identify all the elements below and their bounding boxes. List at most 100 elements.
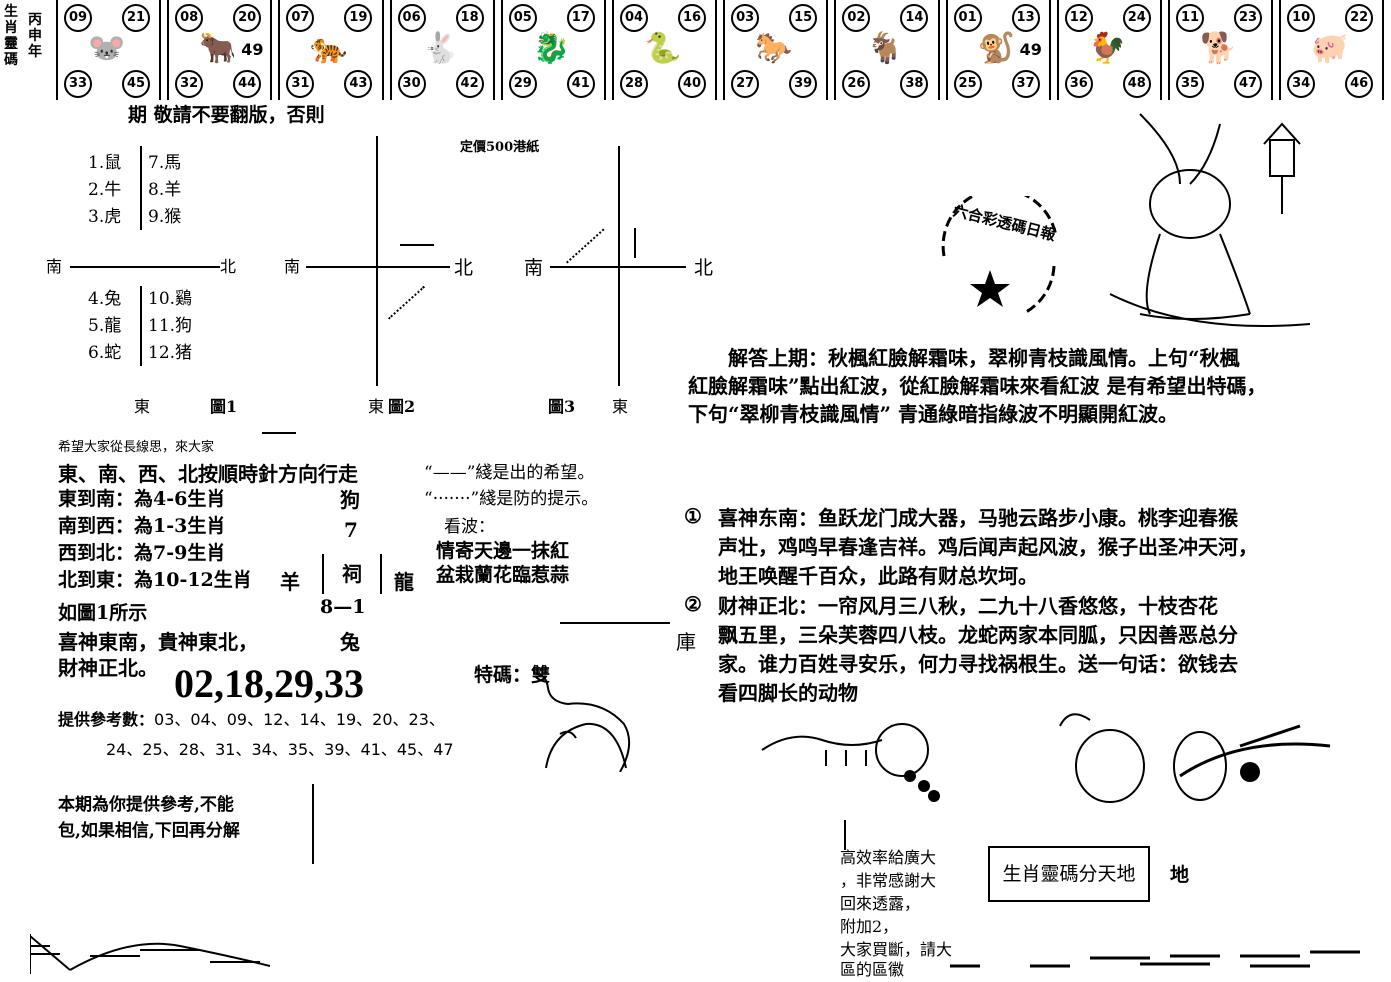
header-notice: 期 敬請不要翻版，否則 [128, 104, 325, 126]
guide-gods-line1: 喜神東南，貴神東北， [58, 630, 258, 654]
guide-rabbit: 兔 [340, 630, 360, 654]
paragraph-line: 地王唤醒千百众，此路有财总坎坷。 [718, 564, 1038, 588]
zodiac-number: 37 [1011, 70, 1040, 98]
guide-row: 西到北：為7-9生肖 [58, 542, 226, 564]
zodiac-number: 13 [1011, 4, 1040, 32]
title-char: 生 [4, 4, 18, 20]
legend-item: 3.虎 [88, 207, 122, 227]
paragraph-line: 喜神东南：鱼跃龙门成大器，马驰云路步小康。桃李迎春猴 [718, 506, 1238, 530]
guide-row: 南到西：為1-3生肖 [58, 515, 226, 537]
footer-right-line: 附加2， [840, 917, 899, 936]
cartoon-rabbit-icon [1109, 113, 1311, 327]
gods-paragraph-1: 喜神东南：鱼跃龙门成大器，马驰云路步小康。桃李迎春猴 声壮，鸡鸣早春逢吉祥。鸡后… [718, 504, 1258, 591]
zodiac-number: 05 [508, 4, 537, 32]
zodiac-number: 39 [789, 70, 818, 98]
legend-item: 4.兔 [88, 289, 122, 309]
title-char: 靈 [4, 36, 18, 52]
rat-icon: 🐭 [88, 31, 126, 66]
zodiac-legend-right-top: 7.馬 8.羊 9.猴 [148, 150, 181, 231]
legend-item: 2.牛 [88, 180, 122, 200]
zodiac-extra-number: 49 [241, 40, 264, 59]
footer-right-line: 回來透露， [840, 894, 921, 913]
title-char: 年 [28, 44, 42, 60]
answer-line: 紅臉解霜味”點出紅波，從紅臉解霜味來看紅波 是有希望出特碼， [688, 374, 1267, 398]
poem-line2: 盆栽蘭花臨惹蒜 [436, 564, 570, 586]
zodiac-number: 14 [900, 4, 929, 32]
guide-intro: 希望大家從長線思，來大家 [58, 440, 215, 455]
solid-line-note: “——”綫是出的希望。 [424, 463, 595, 483]
zodiac-number: 18 [455, 4, 484, 32]
diagram2-south: 南 [284, 257, 301, 276]
zodiac-number: 11 [1176, 4, 1204, 32]
diagram1-vertical-top [140, 146, 142, 230]
diagram3-solid-hint [634, 228, 636, 258]
zodiac-extra-number: 49 [1019, 40, 1042, 59]
zodiac-number: 36 [1064, 70, 1093, 98]
dotted-line-note: “·······”綫是防的提示。 [424, 489, 599, 509]
diagram2-north: 北 [454, 257, 474, 279]
marker-two: ② [684, 592, 702, 616]
guide-eight-one: 8—1 [320, 596, 366, 618]
zodiac-number: 26 [842, 70, 871, 98]
diagram2-east: 東 [368, 397, 385, 416]
zodiac-number: 07 [286, 4, 315, 32]
guide-direction: 東、南、西、北按順時針方向行走 [58, 462, 358, 486]
zodiac-number: 35 [1176, 70, 1204, 98]
diagram3-south: 南 [524, 257, 544, 279]
zodiac-number: 33 [64, 70, 92, 98]
zodiac-number: 28 [620, 70, 648, 98]
diagram1-north: 北 [220, 257, 237, 276]
horse-icon: 🐎 [755, 31, 793, 66]
legend-item: 7.馬 [148, 153, 182, 173]
diagram3-horizontal [550, 266, 686, 268]
guide-rows: 東到南：為4-6生肖 南到西：為1-3生肖 西到北：為7-9生肖 北到東：為10… [58, 486, 252, 594]
poem-line1: 情寄天邊一抹紅 [436, 540, 570, 562]
zodiac-number: 32 [175, 70, 204, 98]
paragraph-line: 飘五里，三朵芙蓉四八枝。龙蛇两家本同胍，只因善恶总分 [718, 623, 1238, 647]
guide-dash [262, 432, 296, 434]
zodiac-number: 38 [900, 70, 929, 98]
guide-goat: 羊 [280, 570, 300, 594]
guide-temple-box: 祠 [322, 554, 382, 594]
snake-icon: 🐍 [644, 31, 682, 66]
answer-block: 解答上期：秋楓紅臉解霜味，翠柳青枝識風情。上句“秋楓 紅臉解霜味”點出紅波，從紅… [688, 344, 1266, 428]
diagram1-horizontal [70, 266, 220, 268]
zodiac-number: 45 [122, 70, 150, 98]
answer-line: 解答上期：秋楓紅臉解霜味，翠柳青枝識風情。上句“秋楓 [728, 346, 1240, 370]
zodiac-number: 16 [678, 4, 706, 32]
special-code: 特碼：雙 [474, 664, 551, 686]
zodiac-number: 25 [953, 70, 982, 98]
dog-icon: 🐕 [1200, 31, 1238, 66]
seal-stamp [941, 196, 1058, 314]
diagram1-label: 圖1 [210, 397, 238, 416]
zodiac-number: 31 [286, 70, 315, 98]
footer-right-divider [844, 820, 846, 850]
zodiac-legend-left-bottom: 4.兔 5.龍 6.蛇 [88, 286, 121, 367]
footer-left-line2: 包,如果相信,下回再分解 [58, 821, 240, 841]
zodiac-number: 04 [620, 4, 648, 32]
zodiac-number: 22 [1345, 4, 1374, 32]
guide-figure-ref: 如圖1所示 [58, 602, 148, 624]
legend-item: 10.鷄 [148, 289, 193, 309]
decorative-wave-icon [30, 934, 270, 974]
zodiac-number: 47 [1234, 70, 1262, 98]
strip-title: 生 肖 靈 碼 丙 申 年 [0, 0, 54, 100]
title-char: 申 [28, 28, 42, 44]
zodiac-number: 23 [1234, 4, 1262, 32]
goat-icon: 🐐 [866, 31, 904, 66]
cartoon-figure-icon [535, 673, 631, 772]
diagram1-vertical-bottom [140, 286, 142, 366]
paragraph-line: 看四脚长的动物 [718, 681, 858, 705]
rabbit-icon: 🐇 [421, 31, 459, 66]
zodiac-number: 48 [1122, 70, 1151, 98]
diagram3-east: 東 [612, 397, 629, 416]
legend-item: 9.猴 [148, 207, 182, 227]
